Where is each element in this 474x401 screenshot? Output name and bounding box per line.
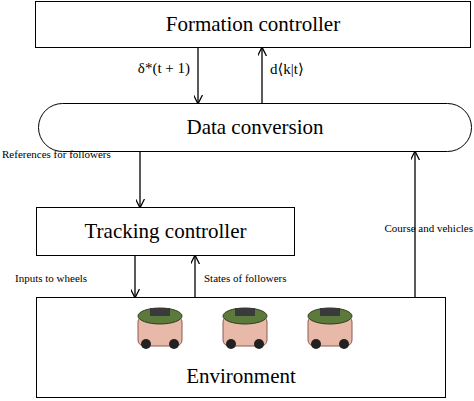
signal-arrow [194,256,195,297]
signal-arrow [134,256,135,297]
signal-arrow [197,48,198,103]
signal-label: Inputs to wheels [15,272,87,284]
node-label: Tracking controller [85,219,247,244]
signal-label: d⟨k|t⟩ [270,60,304,78]
process-box: Tracking controller [36,207,295,256]
signal-label: Course and vehicles [384,222,473,234]
signal-label: States of followers [204,272,286,284]
node-label: Data conversion [186,115,323,140]
robot-figure [138,308,182,349]
signal-arrow [414,152,415,297]
signal-label: δ*(t + 1) [138,60,190,77]
process-box: Formation controller [35,1,471,48]
signal-arrow [261,48,262,103]
signal-label: References for followers [2,148,111,160]
process-pill: Data conversion [38,103,472,152]
signal-arrow [139,152,140,207]
node-label: Environment [37,364,445,389]
environment-box: Environment [36,297,446,398]
node-label: Formation controller [166,12,340,37]
robot-figure [308,308,352,349]
robot-figure [223,308,267,349]
